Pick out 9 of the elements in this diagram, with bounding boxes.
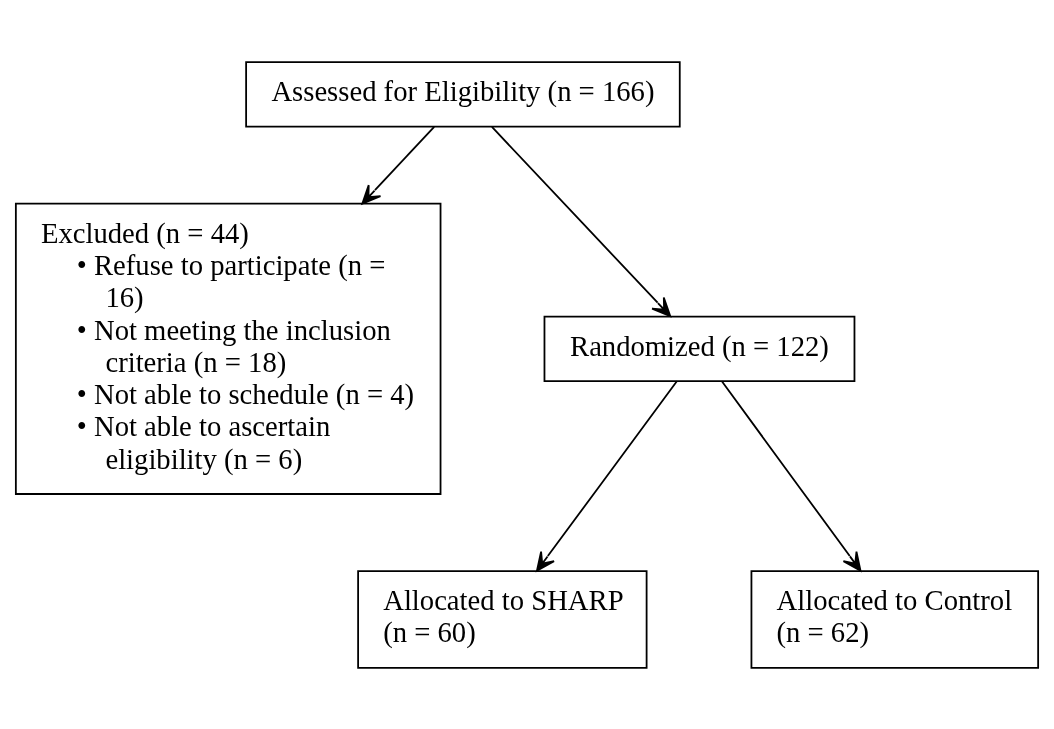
arrow xyxy=(720,379,862,572)
arrow xyxy=(361,125,436,205)
node-box: Randomized (n = 122) xyxy=(543,315,856,382)
node-box: Allocated to Control (n = 62) xyxy=(750,569,1040,669)
node-box: Assessed for Eligibility (n = 166) xyxy=(245,60,681,128)
node-box: Excluded (n = 44) • Refuse to participate (n = 16) • Not meeting the inclusion criteria (n = 18) • Not able to schedule (n = 4) • Not able to ascertain eligibility (n = 6) xyxy=(14,202,442,495)
arrow xyxy=(491,125,672,317)
arrow xyxy=(536,379,678,572)
node-box: Allocated to SHARP (n = 60) xyxy=(357,569,648,669)
